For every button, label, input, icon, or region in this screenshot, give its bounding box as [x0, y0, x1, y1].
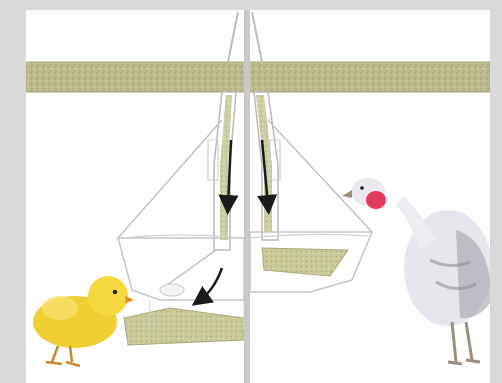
frame-top — [0, 0, 502, 10]
panel-divider — [244, 10, 250, 383]
supply-pipe — [26, 62, 490, 92]
frame-left — [0, 0, 26, 383]
frame-right — [490, 0, 502, 383]
